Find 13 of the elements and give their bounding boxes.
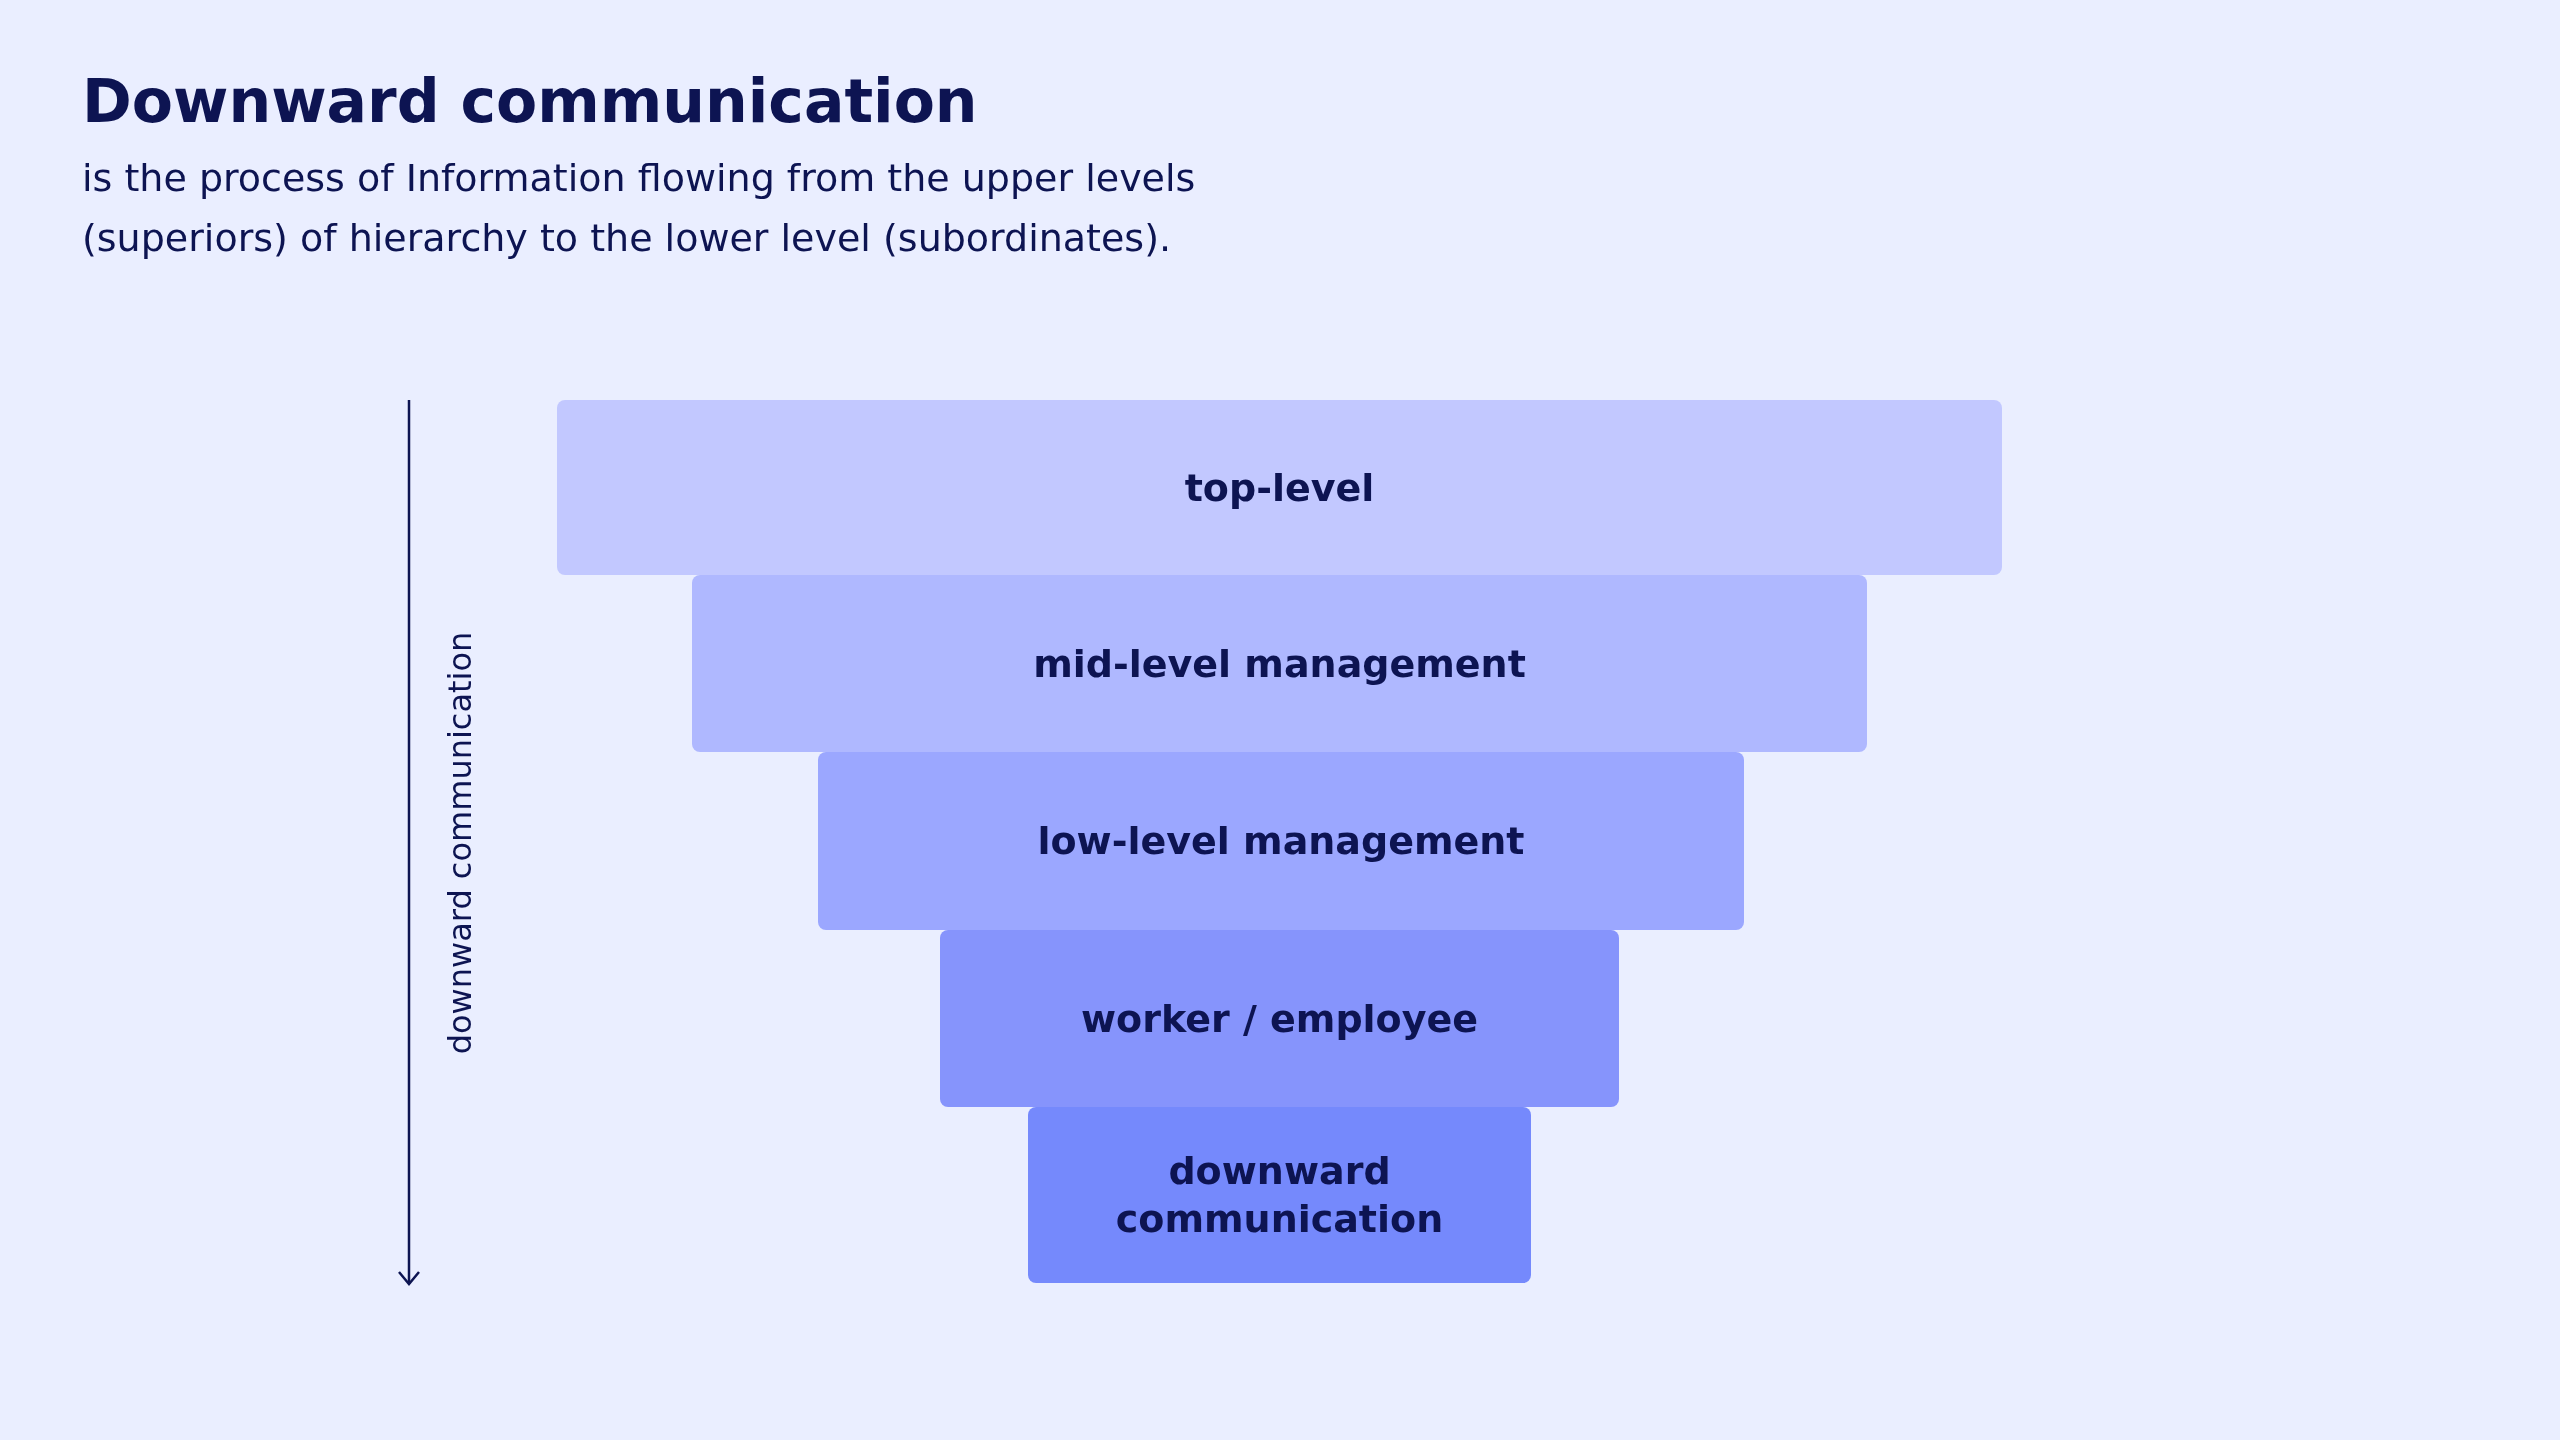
subtitle: is the process of Information flowing from the upper levels (superiors) of hierarchy to the lower level (subordinates). (82, 155, 1197, 262)
level-label: worker / employee (1080, 995, 1479, 1043)
level-label: mid-level management (1033, 640, 1526, 688)
level-box (940, 930, 1619, 1107)
level-box (818, 752, 1744, 930)
level-label: downward communication (1114, 1148, 1445, 1243)
level-box (692, 575, 1867, 752)
level-box (1028, 1107, 1531, 1283)
level-label: low-level management (1037, 818, 1525, 865)
title: Downward communication (82, 66, 978, 136)
axis-label: downward communication (441, 631, 479, 1055)
level-box (557, 400, 2002, 575)
level-label: top-level (1184, 464, 1375, 512)
